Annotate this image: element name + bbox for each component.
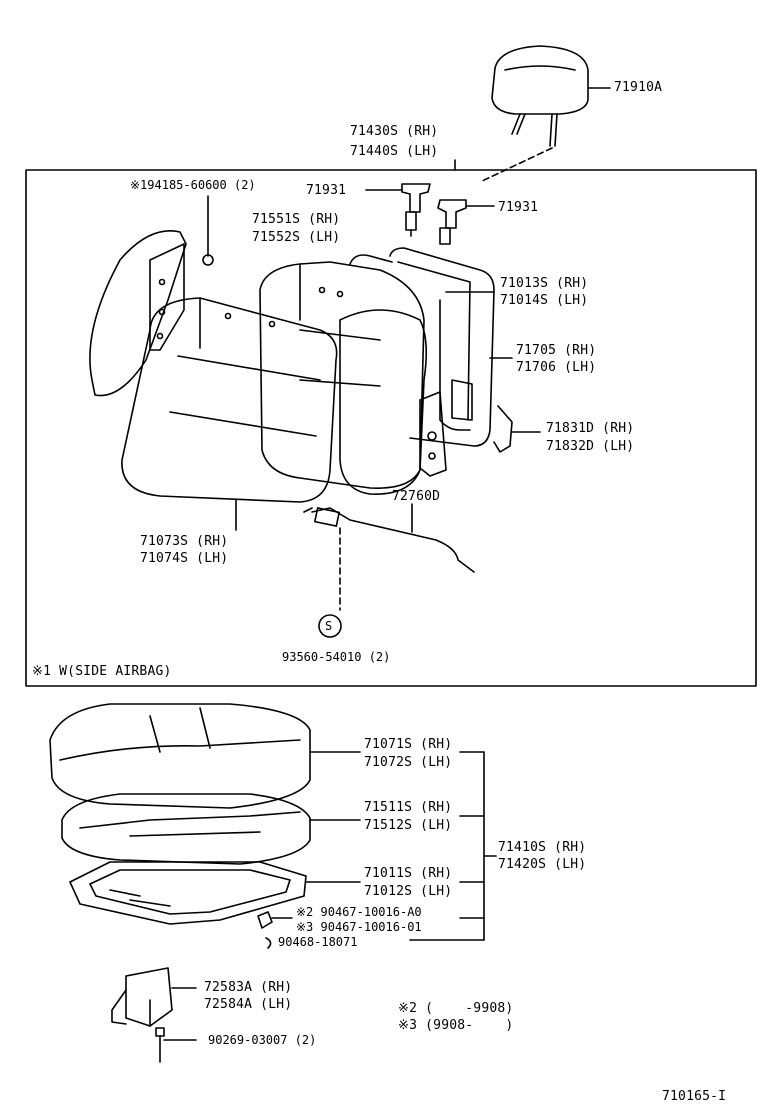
cushion-cover-drawing	[49, 703, 361, 809]
part-cushion-cover-lh: 71072S (LH)	[364, 755, 453, 770]
note-2: ※2 ( -9908)	[398, 1001, 514, 1016]
part-cushion-frame-lh: 71012S (LH)	[364, 884, 453, 899]
side-airbag-drawing	[89, 230, 187, 397]
part-side-airbag-bolt: ※194185-60600 (2)	[130, 178, 256, 192]
hog-ring-drawing	[265, 937, 272, 949]
part-back-frame-rh: 71013S (RH)	[500, 276, 589, 291]
part-frame-top-rh: 71430S (RH)	[350, 124, 439, 139]
part-screw: 93560-54010 (2)	[282, 650, 391, 664]
part-back-frame-lh: 71014S (LH)	[500, 293, 589, 308]
part-guide-left: 71931	[306, 183, 347, 198]
part-hinge-cover-lh: 71832D (LH)	[546, 439, 635, 454]
part-hog-ring: 90468-18071	[278, 935, 358, 949]
s-symbol: S	[325, 619, 333, 633]
guide-drawing	[365, 183, 495, 245]
part-cushion-frame-rh: 71011S (RH)	[364, 866, 453, 881]
back-cover-drawing	[121, 297, 428, 503]
cushion-pad-drawing	[61, 793, 361, 865]
bolt-drawing	[155, 1027, 197, 1063]
part-guide-right: 71931	[498, 200, 539, 215]
part-back-pad-lh: 71552S (LH)	[252, 230, 341, 245]
part-cover-lh: 72584A (LH)	[204, 997, 293, 1012]
note-3: ※3 (9908- )	[398, 1018, 514, 1033]
part-cushion-pad-lh: 71512S (LH)	[364, 818, 453, 833]
assembly-bracket	[409, 751, 497, 941]
back-frame-drawing	[349, 247, 513, 447]
part-cushion-assy-rh: 71410S (RH)	[498, 840, 587, 855]
airbag-note: ※1 W(SIDE AIRBAG)	[32, 664, 172, 679]
part-clip-3: ※3 90467-10016-01	[296, 920, 422, 934]
part-back-cover-lh: 71074S (LH)	[140, 551, 229, 566]
cover-drawing	[111, 967, 197, 1027]
part-cushion-cover-rh: 71071S (RH)	[364, 737, 453, 752]
part-back-cover-rh: 71073S (RH)	[140, 534, 229, 549]
lumbar-cable-drawing	[303, 503, 475, 611]
headrest-drawing	[491, 45, 611, 147]
part-clip-2: ※2 90467-10016-A0	[296, 905, 422, 919]
part-spring-lh: 71706 (LH)	[516, 360, 597, 375]
part-hinge-cover-rh: 71831D (RH)	[546, 421, 635, 436]
clip-drawing	[257, 911, 273, 929]
frame-box	[25, 169, 757, 687]
cushion-frame-drawing	[69, 861, 361, 925]
back-pad-drawing	[259, 261, 425, 489]
part-bolt: 90269-03007 (2)	[208, 1033, 317, 1047]
hinge-drawing	[419, 391, 541, 477]
part-frame-top-lh: 71440S (LH)	[350, 144, 439, 159]
part-back-pad-rh: 71551S (RH)	[252, 212, 341, 227]
part-headrest: 71910A	[614, 80, 663, 95]
figure-id: 710165-I	[662, 1089, 727, 1104]
part-cover-rh: 72583A (RH)	[204, 980, 293, 995]
part-cushion-assy-lh: 71420S (LH)	[498, 857, 587, 872]
part-spring-rh: 71705 (RH)	[516, 343, 597, 358]
s-symbol-circle	[318, 614, 342, 638]
part-lumbar-cable: 72760D	[392, 489, 441, 504]
part-cushion-pad-rh: 71511S (RH)	[364, 800, 453, 815]
